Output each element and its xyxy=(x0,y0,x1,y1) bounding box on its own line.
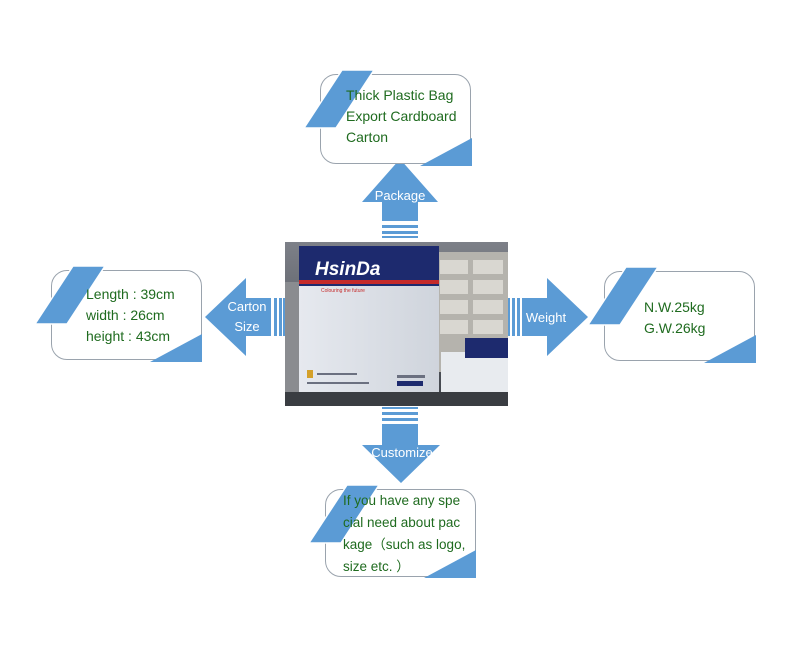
package-arrow-label: Package xyxy=(374,188,426,203)
carton-size-arrow xyxy=(205,278,285,356)
carton-size-arrow-label: Carton Size xyxy=(227,299,267,334)
weight-card xyxy=(604,271,755,361)
customize-card-corner xyxy=(424,550,476,578)
carton-size-card-text: Length : 39cm width : 26cm height : 43cm xyxy=(86,286,175,344)
weight-card-text: N.W.25kg G.W.26kg xyxy=(644,299,706,336)
package-card-text: Thick Plastic Bag Export Cardboard Carto… xyxy=(346,87,457,145)
customize-arrow-label: Customize xyxy=(371,445,433,460)
package-arrow xyxy=(362,159,438,238)
package-card-corner xyxy=(420,138,472,166)
brand-slogan-text: Colouring the future xyxy=(321,288,365,294)
weight-arrow xyxy=(508,278,588,356)
carton-size-card-corner xyxy=(150,334,202,362)
product-carton-photo: HsinDa Colouring the future xyxy=(285,242,508,406)
carton-size-card-flag xyxy=(35,265,105,325)
customize-arrow xyxy=(362,407,440,483)
package-card-flag xyxy=(304,69,374,129)
weight-arrow-label: Weight xyxy=(525,310,567,325)
carton-photo-illustration: HsinDa Colouring the future xyxy=(285,242,508,406)
customize-card-text: If you have any spe cial need about pac … xyxy=(343,493,466,574)
weight-card-corner xyxy=(704,335,756,363)
weight-card-flag xyxy=(588,266,658,326)
brand-logo-text: HsinDa xyxy=(315,259,381,280)
customize-card-flag xyxy=(309,484,379,544)
